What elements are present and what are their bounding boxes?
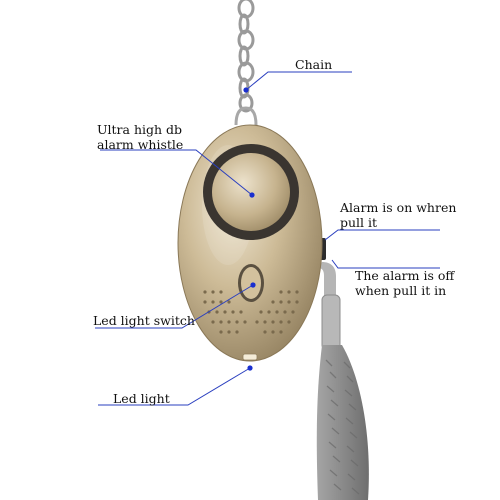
- label-alarm-off: The alarm is off when pull it in: [355, 268, 454, 298]
- callout-lines: [95, 71, 440, 406]
- key-ring: [234, 106, 258, 126]
- led-switch-button: [238, 264, 264, 302]
- callout-line-alarm-off: [331, 259, 440, 269]
- label-alarm-on-line2: pull it: [340, 215, 378, 230]
- label-alarm-off-line2: when pull it in: [355, 283, 447, 298]
- label-alarm-on: Alarm is on whren pull it: [340, 200, 456, 230]
- label-led-light: Led light: [113, 391, 170, 406]
- label-alarm-whistle-line2: alarm whistle: [97, 137, 184, 152]
- chain: [237, 0, 255, 113]
- label-led-switch: Led light switch: [93, 313, 195, 328]
- callout-line-led: [98, 367, 251, 406]
- alarm-whistle-speaker: [203, 144, 299, 240]
- callout-line-switch: [95, 284, 254, 329]
- label-alarm-whistle-line1: Ultra high db: [97, 122, 183, 137]
- led-light-lens: [242, 353, 258, 361]
- callout-line-whistle: [100, 149, 253, 196]
- callout-line-alarm-on: [324, 229, 440, 241]
- label-alarm-on-line1: Alarm is on whren: [340, 200, 457, 215]
- label-alarm-off-line1: The alarm is off: [355, 268, 455, 283]
- label-chain: Chain: [295, 57, 333, 72]
- callout-dots: [243, 87, 256, 371]
- speaker-grille: [203, 290, 299, 334]
- wrist-strap: [316, 262, 369, 500]
- callout-line-chain: [245, 71, 352, 91]
- label-alarm-whistle: Ultra high db alarm whistle: [97, 122, 183, 152]
